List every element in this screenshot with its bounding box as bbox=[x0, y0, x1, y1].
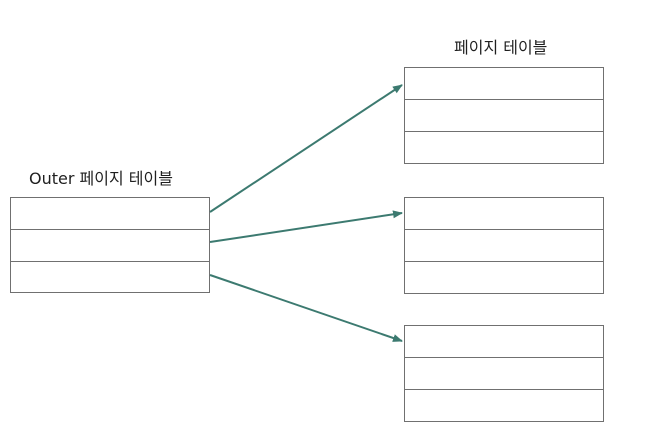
arrow-to-page-table-3 bbox=[209, 274, 403, 342]
page-table-entry bbox=[405, 326, 603, 358]
outer-page-table-entry bbox=[11, 230, 209, 262]
arrow-to-page-table-2 bbox=[209, 210, 403, 243]
page-table-entry bbox=[405, 100, 603, 132]
page-table-entry bbox=[405, 198, 603, 230]
page-table-3 bbox=[404, 325, 604, 422]
outer-page-table-label: Outer 페이지 테이블 bbox=[29, 169, 173, 188]
arrow-to-page-table-1 bbox=[209, 84, 403, 213]
page-table-entry bbox=[405, 68, 603, 100]
page-table-2 bbox=[404, 197, 604, 294]
page-table-entry bbox=[405, 230, 603, 262]
outer-page-table bbox=[10, 197, 210, 293]
page-table-label: 페이지 테이블 bbox=[454, 38, 548, 57]
page-table-entry bbox=[405, 358, 603, 390]
page-table-1 bbox=[404, 67, 604, 164]
outer-page-table-entry bbox=[11, 198, 209, 230]
